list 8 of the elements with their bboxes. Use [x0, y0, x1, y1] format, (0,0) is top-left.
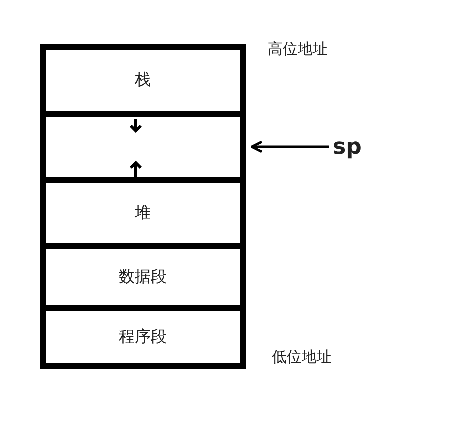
- arrow: [250, 140, 329, 154]
- segment-label: 程序段: [119, 326, 167, 348]
- address-label: 高位地址: [268, 40, 328, 59]
- segment-label: 栈: [135, 70, 151, 91]
- pointer-label: sp: [333, 135, 362, 160]
- segment-label: 堆: [135, 202, 151, 224]
- address-label: 低位地址: [272, 348, 332, 367]
- segment-label: 数据段: [119, 266, 167, 288]
